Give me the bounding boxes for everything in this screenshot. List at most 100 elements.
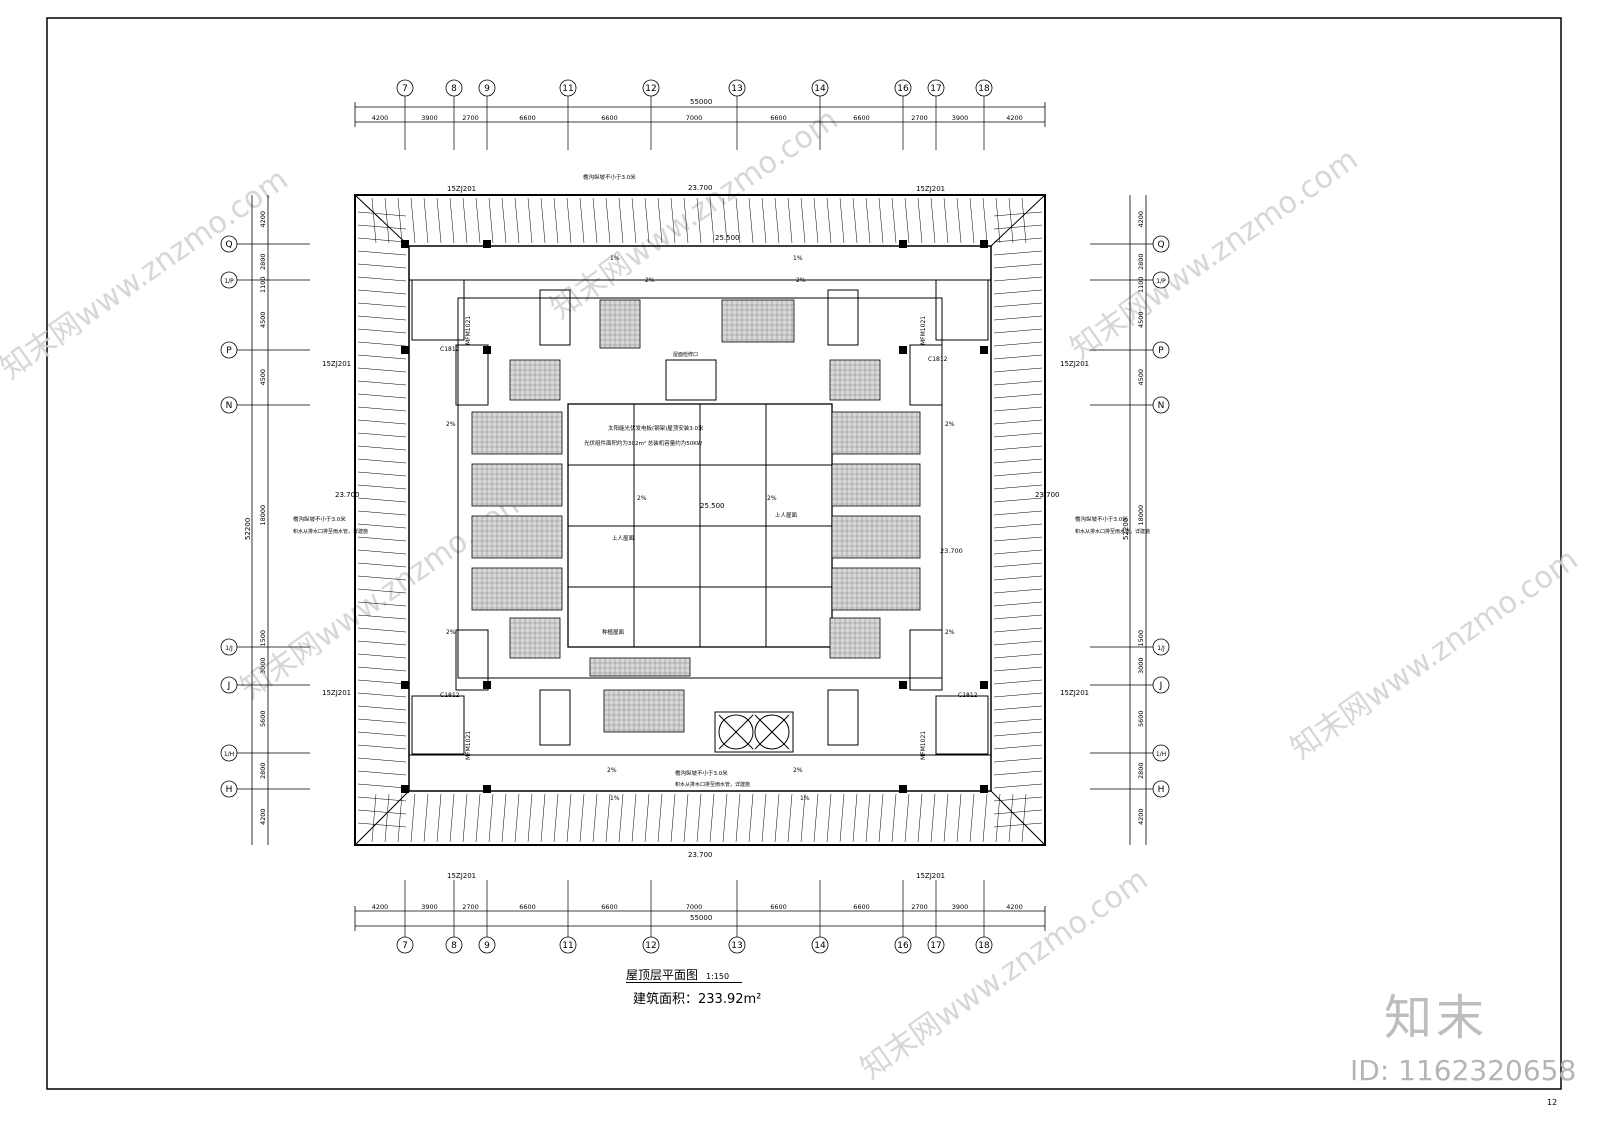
dim-value: 18000 <box>1137 505 1145 526</box>
dim-value: 1500 <box>259 630 267 647</box>
slope-12: 2% <box>767 495 777 502</box>
watermark-layer: 知末网www.znzmo.com 知末网www.znzmo.com 知末网www… <box>0 102 1584 1087</box>
axis-label: P <box>226 346 232 356</box>
roof-note-1: 上人屋面 <box>612 534 635 542</box>
drain-note-left: 檐沟纵坡不小于3.0米 <box>293 515 346 523</box>
dim-value: 6600 <box>770 903 787 911</box>
axis-bubble <box>220 341 238 359</box>
bottom-dimensions <box>354 906 1046 931</box>
axis-label: 1/H <box>1156 751 1166 758</box>
duct-nw <box>539 289 571 346</box>
dim-value: 6600 <box>601 903 618 911</box>
top-dimensions <box>354 102 1046 127</box>
axis-bubble <box>220 638 238 656</box>
annotations: 23.700 23.700 23.700 23.700 25.500 25.50… <box>293 173 1150 880</box>
column <box>483 681 491 689</box>
solar-panel <box>721 299 795 343</box>
axis-label: 12 <box>645 84 656 94</box>
axis-label: 1/P <box>1156 278 1166 285</box>
dim-value: 6600 <box>519 903 536 911</box>
column <box>401 681 409 689</box>
dim-value: 2700 <box>911 114 928 122</box>
axis-label: 17 <box>930 84 941 94</box>
roof-outline <box>354 194 1046 846</box>
dim-value: 4200 <box>1137 808 1145 825</box>
dim-value: 2700 <box>462 114 479 122</box>
axis-label: 14 <box>814 941 826 951</box>
eave-slope-hatching <box>357 197 1043 843</box>
axis-bubble <box>445 79 463 97</box>
dim-total-top: 55000 <box>690 98 712 106</box>
stair-cores <box>411 279 989 755</box>
dim-value: 4200 <box>259 808 267 825</box>
axis-label: H <box>1158 785 1165 795</box>
axis-label: N <box>226 401 233 411</box>
stair-core-ne <box>935 279 989 341</box>
axis-label: 16 <box>897 84 909 94</box>
left-dimensions <box>251 195 269 845</box>
dim-value: 6600 <box>853 114 870 122</box>
shaft-sw <box>455 629 489 691</box>
axis-label: 7 <box>402 84 408 94</box>
axis-bubble <box>642 79 660 97</box>
dim-value: 6600 <box>519 114 536 122</box>
column <box>899 785 907 793</box>
axis-bubble <box>975 936 993 954</box>
stair-core-sw <box>411 695 465 755</box>
watermark-text: 知末网www.znzmo.com <box>0 162 294 387</box>
watermark-text: 知末网www.znzmo.com <box>1065 142 1365 367</box>
skylight-note: 屋面检修口 <box>673 351 698 358</box>
door-tag-ne: MFM1021 <box>920 316 927 345</box>
elev-bottom: 23.700 <box>688 851 713 859</box>
axis-bubble <box>396 936 414 954</box>
slope-9: 2% <box>446 629 456 636</box>
axis-label: Q <box>1157 240 1164 250</box>
slope-4: 1% <box>800 795 810 802</box>
axis-label: 16 <box>897 941 909 951</box>
solar-panel <box>831 463 921 507</box>
axis-bubble <box>728 936 746 954</box>
dim-value: 3900 <box>421 114 438 122</box>
axis-bubble <box>1152 341 1170 359</box>
ref-right-p: 15ZJ201 <box>1060 360 1089 368</box>
dim-value: 4500 <box>259 311 267 328</box>
axis-label: 1/H <box>224 751 234 758</box>
slope-5: 2% <box>645 277 655 284</box>
axis-bubble <box>220 271 238 289</box>
axis-label: 18 <box>978 84 990 94</box>
solar-panels <box>471 299 921 733</box>
elev-top-inner: 25.500 <box>715 234 740 242</box>
axis-label: H <box>226 785 233 795</box>
dim-value: 2800 <box>1137 762 1145 779</box>
axis-bubble <box>975 79 993 97</box>
axis-label: 17 <box>930 941 941 951</box>
axis-label: N <box>1158 401 1165 411</box>
dim-value: 1100 <box>259 276 267 293</box>
axis-bubble <box>396 79 414 97</box>
column <box>401 785 409 793</box>
dim-value: 6600 <box>770 114 787 122</box>
dim-total-right: 52200 <box>1122 518 1130 540</box>
ref-br: 15ZJ201 <box>916 872 945 880</box>
slope-7: 2% <box>446 421 456 428</box>
solar-panel <box>831 567 921 611</box>
dim-value: 5600 <box>259 710 267 727</box>
dim-value: 2700 <box>911 903 928 911</box>
axis-label: 18 <box>978 941 990 951</box>
ref-left-p: 15ZJ201 <box>322 360 351 368</box>
cooling-towers <box>714 711 794 753</box>
fan-icon <box>754 714 790 750</box>
window-tag-sw: C1812 <box>440 692 460 699</box>
duct-ne <box>827 289 859 346</box>
roof-note-3: 种植屋面 <box>602 628 625 636</box>
dim-value: 4200 <box>259 211 267 228</box>
dim-value: 4500 <box>1137 311 1145 328</box>
shaft-ne <box>909 344 943 406</box>
dim-total-left: 52200 <box>244 518 252 540</box>
axis-bubble <box>811 936 829 954</box>
ref-bl: 15ZJ201 <box>447 872 476 880</box>
stair-core-se <box>935 695 989 755</box>
